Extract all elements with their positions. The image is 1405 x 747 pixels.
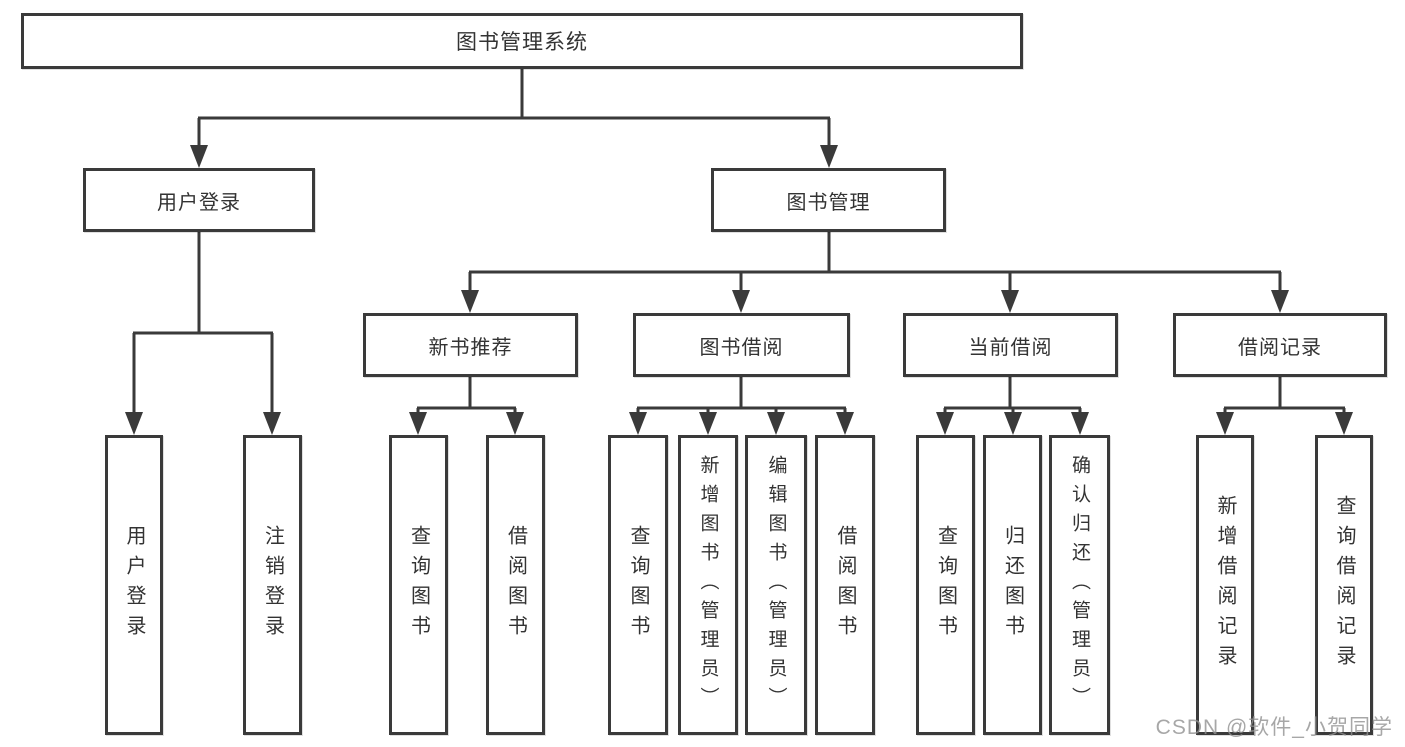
node-user-login-label: 用户登录 [157,191,241,214]
node-book-management: 图书管理 [711,168,946,232]
leaf-add-borrow-record-label: 新增借阅记录 [1214,495,1236,675]
leaf-user-login: 用户登录 [105,435,163,735]
leaf-query-book-3: 查询图书 [916,435,975,735]
leaf-add-book-admin: 新增图书（管理员） [678,435,738,735]
leaf-query-borrow-record-label: 查询借阅记录 [1333,495,1355,675]
leaf-query-book-1: 查询图书 [389,435,448,735]
leaf-borrow-book-1: 借阅图书 [486,435,545,735]
node-current-borrow-label: 当前借阅 [968,336,1053,359]
node-book-borrow: 图书借阅 [633,313,850,377]
node-root: 图书管理系统 [21,13,1023,69]
leaf-query-book-1-label: 查询图书 [407,525,430,645]
leaf-logout-label: 注销登录 [261,525,284,645]
leaf-borrow-book-2: 借阅图书 [815,435,875,735]
watermark: CSDN @软件_小贺同学 [1155,716,1393,739]
node-borrow-records: 借阅记录 [1173,313,1387,377]
leaf-borrow-book-1-label: 借阅图书 [504,525,527,645]
node-book-borrow-label: 图书借阅 [699,336,784,359]
leaf-borrow-book-2-label: 借阅图书 [834,525,856,645]
leaf-add-borrow-record: 新增借阅记录 [1196,435,1254,735]
arrowheads [125,145,1353,435]
leaf-add-book-admin-label: 新增图书（管理员） [697,454,719,716]
leaf-query-book-2: 查询图书 [608,435,668,735]
node-root-label: 图书管理系统 [456,31,588,54]
leaf-confirm-return-admin-label: 确认归还（管理员） [1069,454,1090,716]
node-borrow-records-label: 借阅记录 [1238,336,1322,359]
node-new-book-recommend: 新书推荐 [363,313,578,377]
leaf-user-login-label: 用户登录 [123,525,145,645]
leaf-return-book: 归还图书 [983,435,1042,735]
node-current-borrow: 当前借阅 [903,313,1118,377]
node-new-book-recommend-label: 新书推荐 [428,336,513,359]
node-book-management-label: 图书管理 [786,191,871,214]
leaf-query-book-3-label: 查询图书 [934,525,957,645]
leaf-edit-book-admin: 编辑图书（管理员） [745,435,807,735]
leaf-logout: 注销登录 [243,435,302,735]
leaf-edit-book-admin-label: 编辑图书（管理员） [765,454,787,716]
leaf-query-borrow-record: 查询借阅记录 [1315,435,1373,735]
leaf-query-book-2-label: 查询图书 [627,525,649,645]
leaf-confirm-return-admin: 确认归还（管理员） [1049,435,1110,735]
leaf-return-book-label: 归还图书 [1001,525,1024,645]
node-user-login: 用户登录 [83,168,315,232]
